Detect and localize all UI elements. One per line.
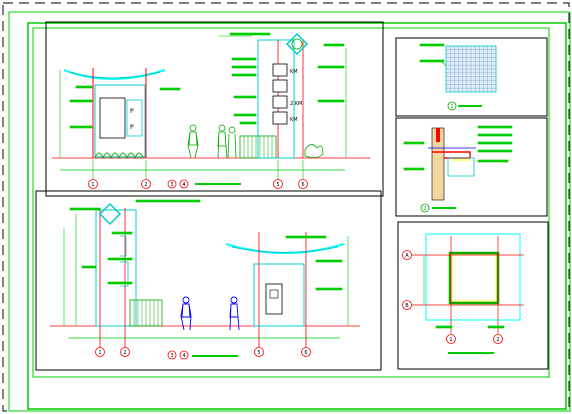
plan-grid-label-4: 2 [496,337,499,343]
detail-1-frame [395,37,548,117]
kiosk-mark-2: P [130,124,134,131]
side-kiosk-roof [225,243,345,254]
sign-tower [257,39,295,159]
detail-2-frame [395,117,548,217]
sheet-content-frame [32,27,550,378]
plan-grid-label-2: B [405,303,409,309]
front-grid-label-5: 5 [276,182,279,188]
front-elevation-caption-bar [195,183,241,185]
side-grid-label-1: 1 [98,350,101,356]
plan-grid-bubbles [402,250,503,344]
detail-2-view: 2 [395,117,548,217]
sign-item-3: 2.KM [290,101,302,107]
side-elevation-caption-bar [192,355,238,357]
plan-caption-bar [448,352,494,354]
sign-item-1: KM [290,69,298,75]
side-grid-label-6: 6 [304,350,307,356]
front-elevation-frame [45,21,384,197]
detail-1-view: 1 [395,37,548,117]
detail-2-number: 2 [423,206,426,212]
plan-grid-label-1: A [405,253,409,259]
front-grid-label-1: 1 [91,182,94,188]
side-grid-label-3: 3 [170,353,173,359]
blue-person-figure [180,296,240,331]
sheet-inner-frame [27,22,567,410]
detail-1-number: 1 [450,104,453,110]
front-elevation-view: P P KM 2.KM KM [45,21,384,197]
detail-1-caption-bar [458,105,482,107]
plan-outline [448,251,500,305]
logo-emblem [285,32,309,56]
side-grid-label-4: 4 [182,353,185,359]
kiosk-mark-1: P [130,108,134,115]
plan-frame [397,221,549,370]
front-grid-label-2: 2 [144,182,147,188]
front-grid-label-3: 3 [170,182,173,188]
detail-2-caption-bar [432,207,456,209]
front-grid-bubbles [88,179,308,189]
front-grid-label-4: 4 [182,182,185,188]
side-grid-label-5: 5 [257,350,260,356]
plan-view: A B 1 2 [397,221,549,370]
front-grid-label-6: 6 [301,182,304,188]
plan-grid-label-3: 1 [449,337,452,343]
sheet-outer-frame [8,11,571,412]
side-grid-bubbles [95,347,311,360]
person-figure [187,124,237,159]
side-elevation-frame [35,190,382,371]
side-elevation-view: 1 2 3 4 5 6 [35,190,382,371]
side-grid-label-2: 2 [123,350,126,356]
sign-item-4: KM [290,117,298,123]
